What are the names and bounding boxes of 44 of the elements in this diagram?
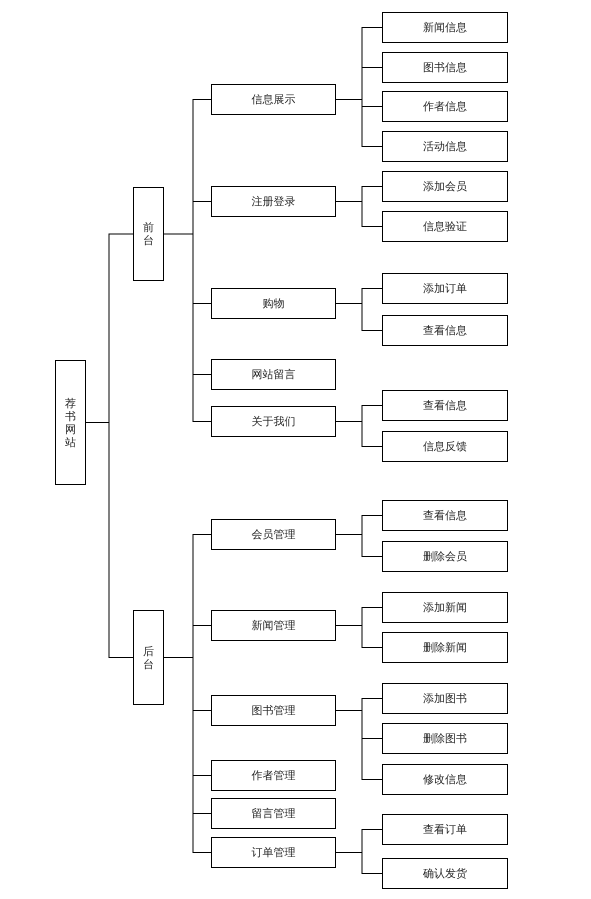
module-box: 购物 [211, 288, 336, 319]
module-box: 信息展示 [211, 84, 336, 115]
connector-line [336, 421, 382, 447]
module-box: 注册登录 [211, 186, 336, 217]
module-box: 查看信息 [382, 390, 508, 421]
module-box: 作者信息 [382, 91, 508, 122]
module-box: 删除新闻 [382, 632, 508, 663]
module-box: 荐书网站 [55, 360, 86, 485]
module-box: 查看信息 [382, 315, 508, 346]
connector-line [336, 625, 382, 648]
module-box: 添加会员 [382, 171, 508, 202]
module-box: 关于我们 [211, 406, 336, 437]
module-box: 添加新闻 [382, 592, 508, 623]
module-box: 图书信息 [382, 52, 508, 83]
module-box: 确认发货 [382, 858, 508, 889]
connector-line [164, 657, 212, 853]
connector-line [336, 534, 382, 557]
module-box: 会员管理 [211, 519, 336, 550]
module-box: 信息反馈 [382, 431, 508, 462]
module-box: 图书管理 [211, 695, 336, 726]
module-box: 添加订单 [382, 273, 508, 304]
module-box: 查看订单 [382, 814, 508, 845]
module-box: 修改信息 [382, 764, 508, 795]
module-box: 删除会员 [382, 541, 508, 572]
connector-line [336, 99, 382, 147]
connector-line [86, 422, 134, 658]
module-box: 删除图书 [382, 723, 508, 754]
connector-line [336, 852, 382, 874]
module-box: 前台 [133, 187, 164, 281]
connector-line [164, 234, 212, 422]
module-box: 信息验证 [382, 211, 508, 242]
module-box: 留言管理 [211, 798, 336, 829]
module-box: 新闻信息 [382, 12, 508, 43]
module-box: 订单管理 [211, 837, 336, 868]
connector-line [336, 303, 382, 331]
module-box: 后台 [133, 610, 164, 705]
module-box: 查看信息 [382, 500, 508, 531]
module-box: 活动信息 [382, 131, 508, 162]
module-box: 网站留言 [211, 359, 336, 390]
module-box: 作者管理 [211, 760, 336, 791]
connector-line [336, 710, 382, 780]
module-box: 添加图书 [382, 683, 508, 714]
connector-line [336, 201, 382, 227]
module-box: 新闻管理 [211, 610, 336, 641]
